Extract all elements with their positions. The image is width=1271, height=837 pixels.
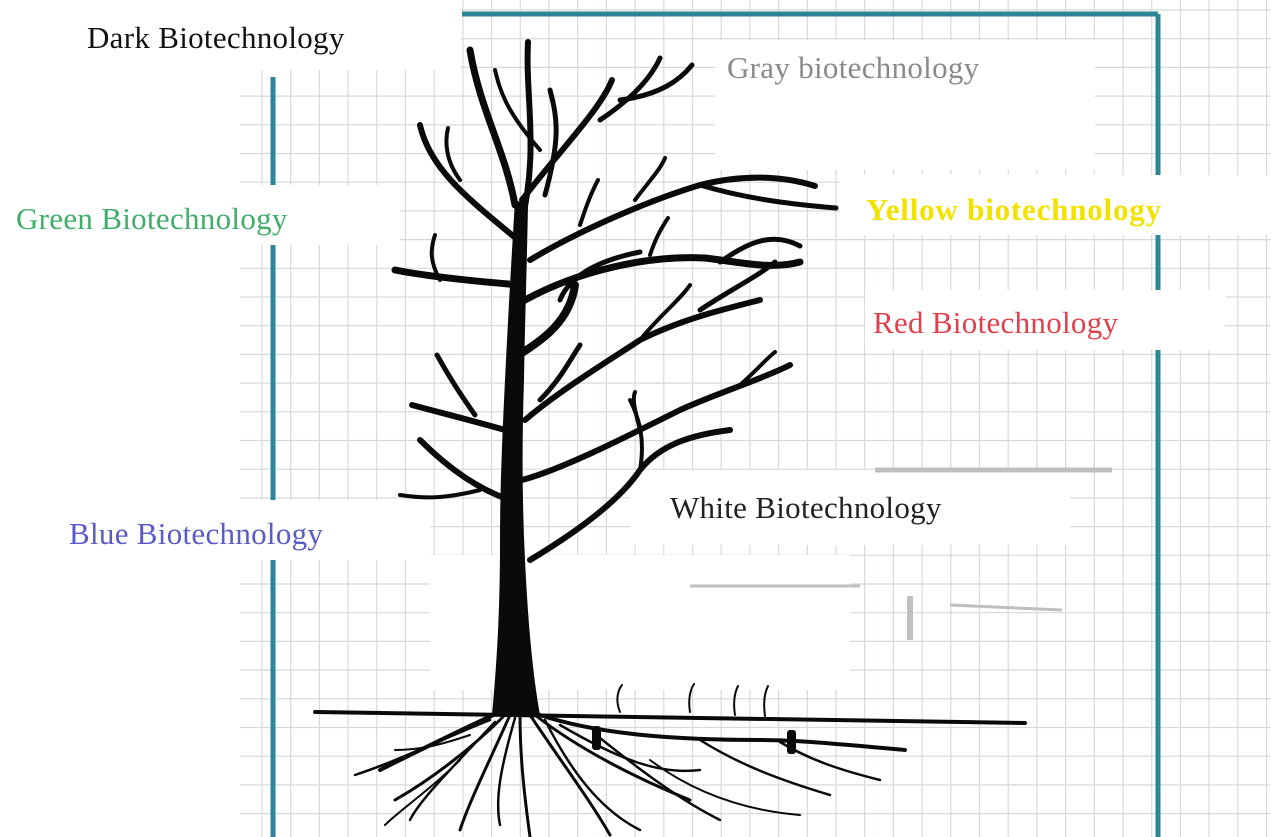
root <box>600 738 720 820</box>
branch <box>545 90 556 195</box>
dark-biotechnology-label: Dark Biotechnology <box>87 22 345 53</box>
branch <box>400 490 480 497</box>
blue-biotechnology-label: Blue Biotechnology <box>69 518 323 549</box>
root <box>385 760 460 825</box>
red-biotechnology-label: Red Biotechnology <box>873 307 1118 338</box>
root <box>650 760 800 815</box>
branch <box>437 355 475 415</box>
branch <box>395 270 520 285</box>
root <box>734 686 738 715</box>
ground-line <box>315 712 1025 723</box>
root <box>520 715 530 837</box>
green-biotechnology-label: Green Biotechnology <box>16 203 288 234</box>
branch <box>635 158 665 200</box>
yellow-biotechnology-label: Yellow biotechnology <box>866 194 1162 225</box>
branch <box>650 218 668 255</box>
branch <box>420 440 510 500</box>
branch <box>580 180 598 225</box>
branch <box>530 178 815 260</box>
branch <box>525 258 800 300</box>
gray-biotechnology-label: Gray biotechnology <box>727 52 979 83</box>
root <box>764 686 768 716</box>
white-biotechnology-label: White Biotechnology <box>670 492 942 523</box>
root <box>700 740 830 795</box>
